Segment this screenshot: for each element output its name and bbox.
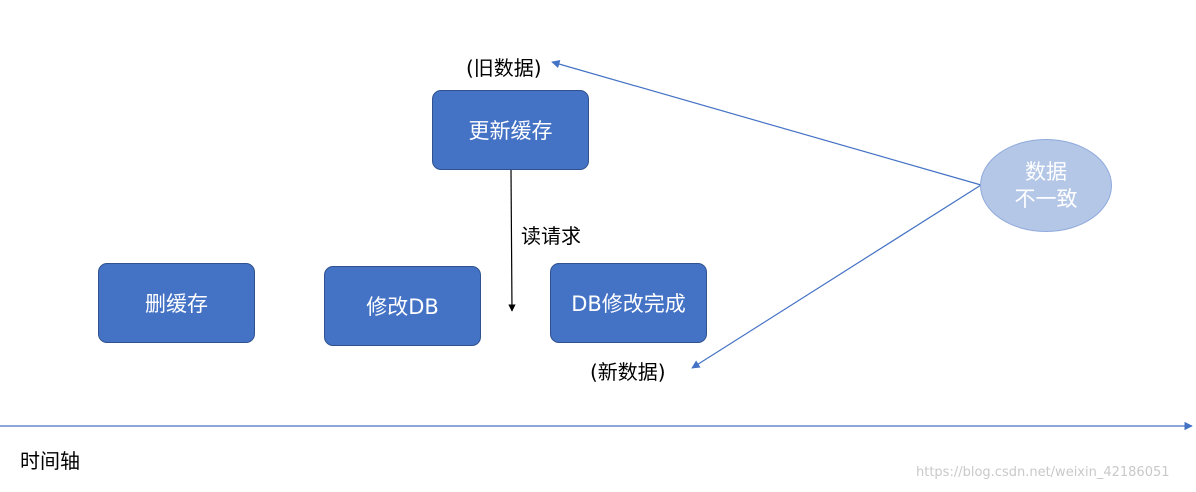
modify-db-box: 修改DB: [324, 266, 481, 346]
watermark-text: https://blog.csdn.net/weixin_42186051: [916, 465, 1170, 480]
inconsistent-line-2: 不一致: [1014, 186, 1078, 211]
arrow-to-old-data: [551, 60, 982, 186]
arrow-to-new-data: [691, 184, 982, 369]
inconsistent-line-1: 数据: [1025, 159, 1067, 184]
data-inconsistent-ellipse: 数据 不一致: [980, 139, 1112, 232]
old-data-label: (旧数据): [466, 56, 542, 80]
new-data-label: (新数据): [590, 360, 666, 384]
db-modify-done-box: DB修改完成: [550, 263, 707, 343]
read-request-label: 读请求: [521, 224, 581, 248]
delete-cache-box: 删缓存: [98, 263, 255, 343]
time-axis-label: 时间轴: [20, 449, 80, 473]
read-request-arrow: [508, 169, 516, 312]
update-cache-box: 更新缓存: [432, 90, 589, 170]
